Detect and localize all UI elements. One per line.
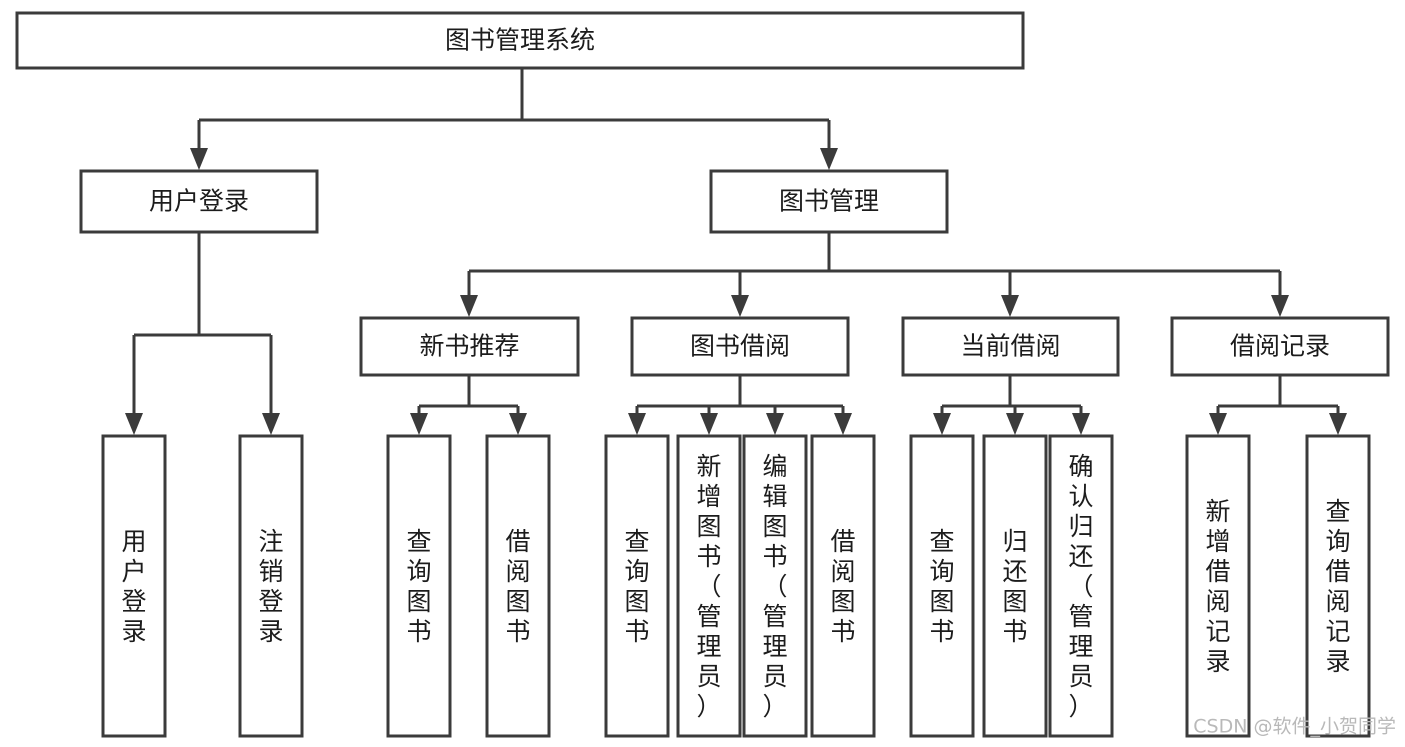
- node-box-book-manage[interactable]: [709, 169, 949, 234]
- csdn-watermark: CSDN @软件_小贺同学: [1193, 716, 1396, 738]
- connector-layer: [125, 68, 1347, 435]
- node-leaf-borrow-book-b[interactable]: 借阅图书: [810, 434, 876, 738]
- book-manage-children-arrow: [1271, 295, 1289, 317]
- node-label-leaf-edit-book: 编辑图书（管理员）: [762, 452, 787, 721]
- node-box-leaf-query-book-c[interactable]: [909, 434, 975, 738]
- node-label-leaf-return-book: 归还图书: [1002, 527, 1027, 646]
- node-leaf-add-record[interactable]: 新增借阅记录: [1185, 434, 1251, 738]
- root-to-level2-arrow: [190, 148, 208, 170]
- node-box-leaf-query-book-a[interactable]: [386, 434, 452, 738]
- node-box-user-login[interactable]: [79, 169, 319, 234]
- node-borrow-record[interactable]: 借阅记录: [1170, 316, 1390, 377]
- node-new-book-rec[interactable]: 新书推荐: [359, 316, 580, 377]
- node-label-leaf-borrow-book-b: 借阅图书: [830, 527, 855, 646]
- node-book-manage[interactable]: 图书管理: [709, 169, 949, 234]
- user-login-children-arrow: [125, 413, 143, 435]
- book-borrow-children-arrow: [766, 413, 784, 435]
- node-leaf-query-book-a[interactable]: 查询图书: [386, 434, 452, 738]
- book-borrow-children-arrow: [700, 413, 718, 435]
- node-leaf-query-book-c[interactable]: 查询图书: [909, 434, 975, 738]
- node-label-book-manage: 图书管理: [779, 187, 879, 216]
- node-leaf-add-book[interactable]: 新增图书（管理员）: [676, 434, 742, 738]
- borrow-record-children-arrow: [1329, 413, 1347, 435]
- node-label-leaf-query-book-a: 查询图书: [406, 527, 431, 646]
- node-label-root: 图书管理系统: [445, 26, 595, 55]
- node-leaf-confirm-return[interactable]: 确认归还（管理员）: [1048, 434, 1114, 738]
- node-box-leaf-edit-book[interactable]: [742, 434, 808, 738]
- node-leaf-query-record[interactable]: 查询借阅记录: [1305, 434, 1371, 738]
- node-leaf-query-book-b[interactable]: 查询图书: [604, 434, 670, 738]
- borrow-record-children-arrow: [1209, 413, 1227, 435]
- user-login-children-arrow: [262, 413, 280, 435]
- node-box-leaf-return-book[interactable]: [982, 434, 1048, 738]
- node-box-leaf-borrow-book-b[interactable]: [810, 434, 876, 738]
- node-leaf-edit-book[interactable]: 编辑图书（管理员）: [742, 434, 808, 738]
- node-leaf-logout[interactable]: 注销登录: [238, 434, 304, 738]
- new-book-children-arrow: [410, 413, 428, 435]
- current-borrow-children-arrow: [1006, 413, 1024, 435]
- node-label-leaf-logout: 注销登录: [258, 527, 283, 646]
- node-box-leaf-add-record[interactable]: [1185, 434, 1251, 738]
- root-to-level2-arrow: [820, 148, 838, 170]
- node-box-root[interactable]: [15, 11, 1025, 70]
- node-box-leaf-query-book-b[interactable]: [604, 434, 670, 738]
- book-manage-children-arrow: [731, 295, 749, 317]
- node-box-book-borrow[interactable]: [630, 316, 850, 377]
- node-label-borrow-record: 借阅记录: [1230, 332, 1330, 361]
- book-borrow-children-arrow: [628, 413, 646, 435]
- node-label-leaf-query-record: 查询借阅记录: [1325, 497, 1350, 676]
- node-label-leaf-query-book-c: 查询图书: [929, 527, 954, 646]
- node-label-leaf-confirm-return: 确认归还（管理员）: [1068, 452, 1093, 721]
- node-box-borrow-record[interactable]: [1170, 316, 1390, 377]
- node-box-new-book-rec[interactable]: [359, 316, 580, 377]
- node-label-current-borrow: 当前借阅: [960, 332, 1060, 361]
- node-user-login[interactable]: 用户登录: [79, 169, 319, 234]
- node-box-current-borrow[interactable]: [901, 316, 1120, 377]
- current-borrow-children-arrow: [933, 413, 951, 435]
- node-box-leaf-query-record[interactable]: [1305, 434, 1371, 738]
- node-current-borrow[interactable]: 当前借阅: [901, 316, 1120, 377]
- node-leaf-user-login[interactable]: 用户登录: [101, 434, 167, 738]
- node-leaf-return-book[interactable]: 归还图书: [982, 434, 1048, 738]
- node-label-book-borrow: 图书借阅: [690, 332, 790, 361]
- node-label-leaf-add-book: 新增图书（管理员）: [696, 452, 721, 721]
- book-borrow-children-arrow: [834, 413, 852, 435]
- node-book-borrow[interactable]: 图书借阅: [630, 316, 850, 377]
- node-label-user-login: 用户登录: [149, 187, 249, 216]
- node-label-leaf-user-login: 用户登录: [121, 527, 146, 646]
- node-box-leaf-confirm-return[interactable]: [1048, 434, 1114, 738]
- book-manage-children-arrow: [460, 295, 478, 317]
- node-label-leaf-borrow-book-a: 借阅图书: [505, 527, 530, 646]
- node-box-leaf-borrow-book-a[interactable]: [485, 434, 551, 738]
- node-box-leaf-user-login[interactable]: [101, 434, 167, 738]
- node-box-leaf-logout[interactable]: [238, 434, 304, 738]
- node-label-new-book-rec: 新书推荐: [419, 332, 519, 361]
- current-borrow-children-arrow: [1072, 413, 1090, 435]
- node-label-leaf-add-record: 新增借阅记录: [1205, 497, 1230, 676]
- book-manage-children-arrow: [1001, 295, 1019, 317]
- node-leaf-borrow-book-a[interactable]: 借阅图书: [485, 434, 551, 738]
- node-box-leaf-add-book[interactable]: [676, 434, 742, 738]
- node-root[interactable]: 图书管理系统: [15, 11, 1025, 70]
- node-layer: 图书管理系统用户登录图书管理新书推荐图书借阅当前借阅借阅记录用户登录注销登录查询…: [15, 11, 1390, 738]
- new-book-children-arrow: [509, 413, 527, 435]
- node-label-leaf-query-book-b: 查询图书: [624, 527, 649, 646]
